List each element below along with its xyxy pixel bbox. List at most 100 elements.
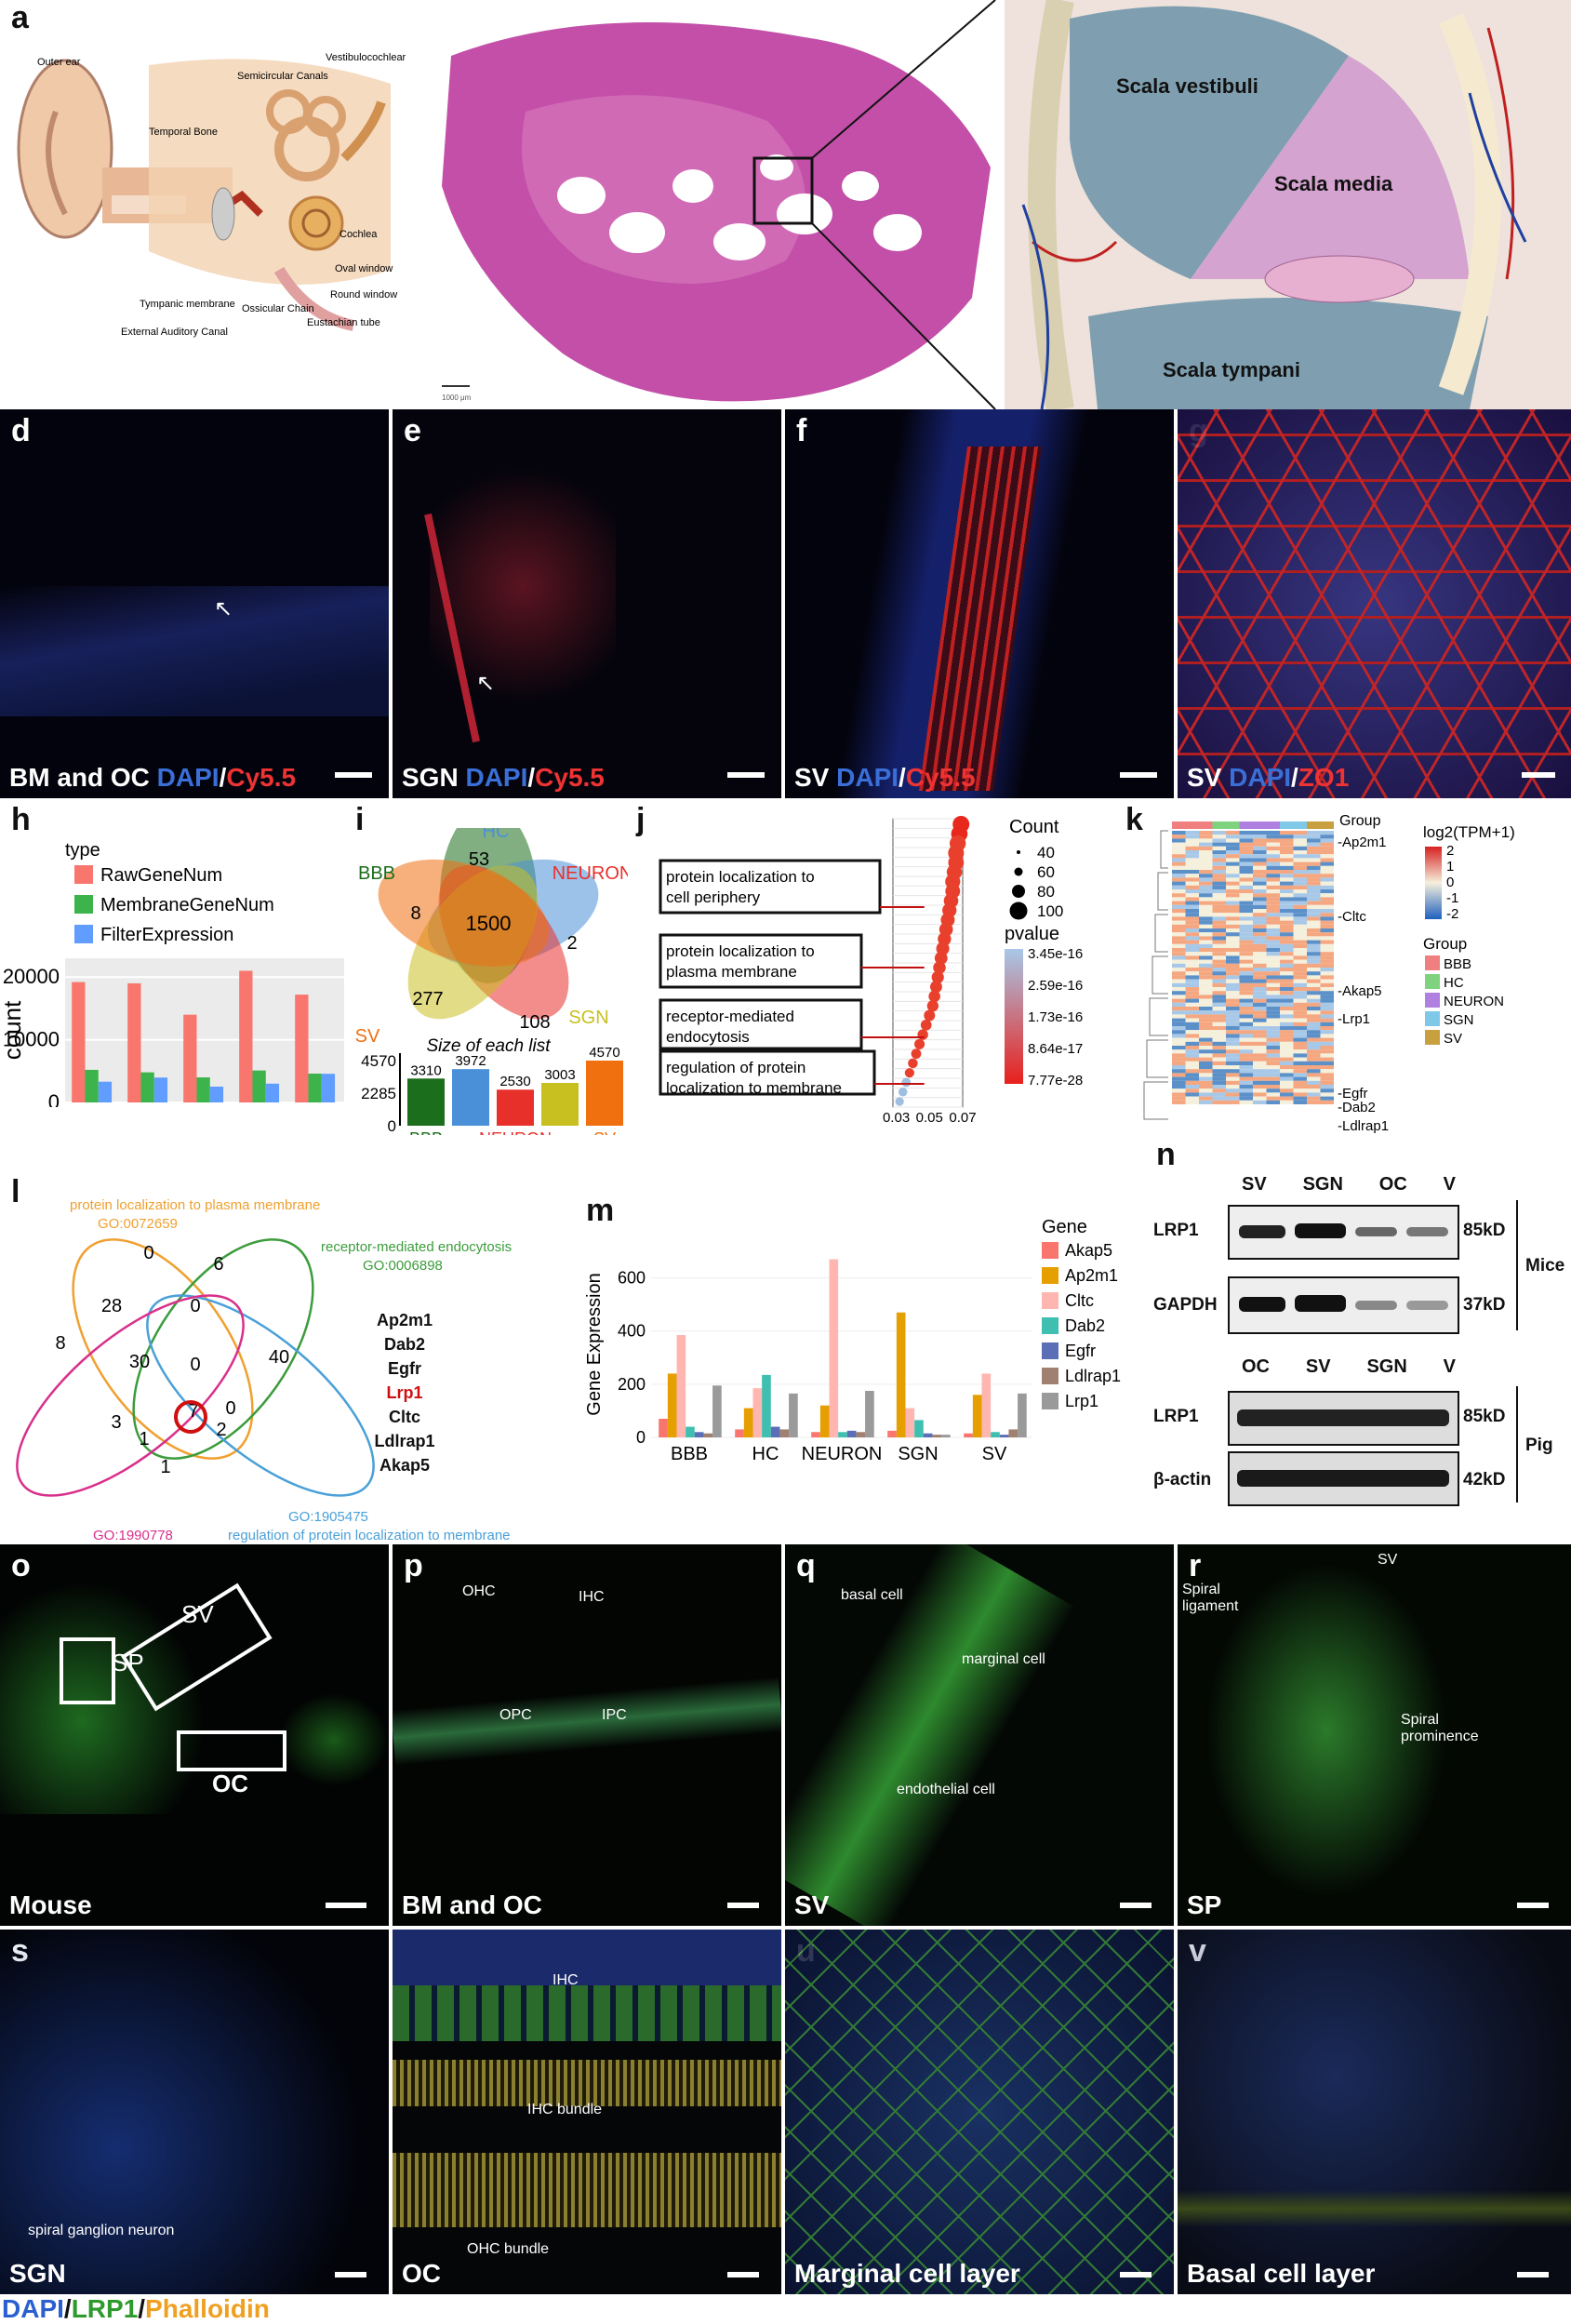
heat-cell	[1280, 1022, 1294, 1026]
unique-count: 2	[566, 933, 577, 954]
heat-cell	[1226, 955, 1240, 960]
heat-cell	[1185, 909, 1199, 914]
heat-cell	[1185, 987, 1199, 992]
heat-cell	[1239, 846, 1253, 850]
tick-label: 20000	[3, 965, 60, 988]
data-label: 3003	[544, 1067, 575, 1083]
heat-cell	[1172, 1034, 1186, 1038]
group-bar	[1253, 821, 1267, 829]
legend-label: Egfr	[1065, 1342, 1096, 1360]
heat-cell	[1185, 904, 1199, 909]
heat-cell	[1226, 1073, 1240, 1077]
color-legend-label: 3.45e-16	[1028, 946, 1083, 962]
label-scala-vestibuli: Scala vestibuli	[1116, 74, 1258, 98]
heat-cell	[1226, 909, 1240, 914]
heat-cell	[1239, 904, 1253, 909]
heat-cell	[1280, 846, 1294, 850]
heat-cell	[1320, 1022, 1334, 1026]
heat-cell	[1266, 877, 1280, 882]
heat-cell	[1239, 1034, 1253, 1038]
label-semicircular-canals: Semicircular Canals	[237, 71, 328, 82]
bar	[762, 1374, 771, 1437]
bar	[735, 1429, 744, 1437]
western-blot-panel: SV SGN OC V LRP1 85kD GAPDH 37kD Mice OC…	[1153, 1163, 1571, 1516]
heat-cell	[1280, 948, 1294, 953]
tick-label: 0.05	[916, 1110, 943, 1126]
heat-cell	[1212, 952, 1226, 956]
heat-cell	[1293, 971, 1307, 976]
stain-legend: DAPI/LRP1/Phalloidin	[2, 2294, 270, 2324]
row-label: -Akap5	[1338, 983, 1382, 999]
heat-cell	[1253, 1007, 1267, 1011]
ann-basal-cell: basal cell	[841, 1587, 903, 1603]
heat-cell	[1212, 995, 1226, 999]
legend-title: Gene	[1042, 1219, 1087, 1237]
bar	[183, 1014, 197, 1102]
heat-cell	[1266, 928, 1280, 933]
heat-cell	[1172, 1026, 1186, 1031]
heat-cell	[1307, 1061, 1321, 1065]
heat-cell	[1307, 1034, 1321, 1038]
bar	[239, 970, 253, 1102]
heat-cell	[1293, 979, 1307, 983]
heat-cell	[1280, 1034, 1294, 1038]
label-external-auditory-canal: External Auditory Canal	[121, 327, 228, 338]
ear-anatomy-illustration: Outer ear Temporal Bone Semicircular Can…	[17, 52, 409, 338]
dot	[895, 1097, 904, 1106]
heat-cell	[1226, 846, 1240, 850]
heat-cell	[1253, 904, 1267, 909]
heat-cell	[1293, 858, 1307, 862]
bar	[265, 1083, 280, 1102]
blot-protein-label: β-actin	[1153, 1470, 1212, 1489]
bar	[811, 1432, 820, 1437]
heat-cell	[1199, 850, 1213, 855]
heat-cell	[1320, 936, 1334, 941]
heat-cell	[1293, 1092, 1307, 1097]
heat-cell	[1307, 932, 1321, 937]
heat-cell	[1307, 1037, 1321, 1042]
bar	[676, 1335, 686, 1437]
heat-cell	[1253, 1018, 1267, 1022]
term-frame	[659, 1049, 876, 1096]
heat-cell	[1172, 916, 1186, 921]
heat-cell	[1320, 877, 1334, 882]
heat-cell	[1266, 998, 1280, 1003]
heat-cell	[1307, 846, 1321, 850]
heat-cell	[1266, 943, 1280, 948]
heat-cell	[1199, 846, 1213, 850]
heat-cell	[1185, 998, 1199, 1003]
heat-cell	[1307, 1053, 1321, 1058]
heat-cell	[1280, 909, 1294, 914]
heat-cell	[1280, 1007, 1294, 1011]
bar	[153, 1077, 168, 1102]
bar	[85, 1069, 99, 1102]
heat-cell	[1293, 1053, 1307, 1058]
heat-cell	[1185, 948, 1199, 953]
label-eustachian-tube: Eustachian tube	[307, 317, 380, 328]
heat-cell	[1266, 1053, 1280, 1058]
bar	[667, 1373, 677, 1437]
heat-cell	[1239, 952, 1253, 956]
dendrogram	[1143, 1081, 1168, 1120]
heat-cell	[1266, 1049, 1280, 1054]
heat-cell	[1226, 854, 1240, 859]
micrograph-d: d ↖ BM and OC DAPI/Cy5.5	[0, 409, 389, 798]
heat-cell	[1172, 865, 1186, 870]
heat-cell	[1253, 1022, 1267, 1026]
heat-cell	[1293, 877, 1307, 882]
heat-cell	[1226, 861, 1240, 866]
heat-cell	[1293, 916, 1307, 921]
heat-cell	[1253, 846, 1267, 850]
heat-cell	[1172, 850, 1186, 855]
heat-cell	[1212, 982, 1226, 987]
heat-cell	[1212, 968, 1226, 972]
heat-cell	[1293, 1037, 1307, 1042]
heat-cell	[1212, 901, 1226, 905]
bar	[209, 1086, 224, 1102]
cochlear-duct-schematic: Scala vestibuli Scala media Scala tympan…	[1005, 0, 1571, 409]
heat-cell	[1226, 901, 1240, 905]
heat-cell	[1212, 1007, 1226, 1011]
heat-cell	[1266, 850, 1280, 855]
heat-cell	[1266, 854, 1280, 859]
heat-cell	[1212, 991, 1226, 995]
